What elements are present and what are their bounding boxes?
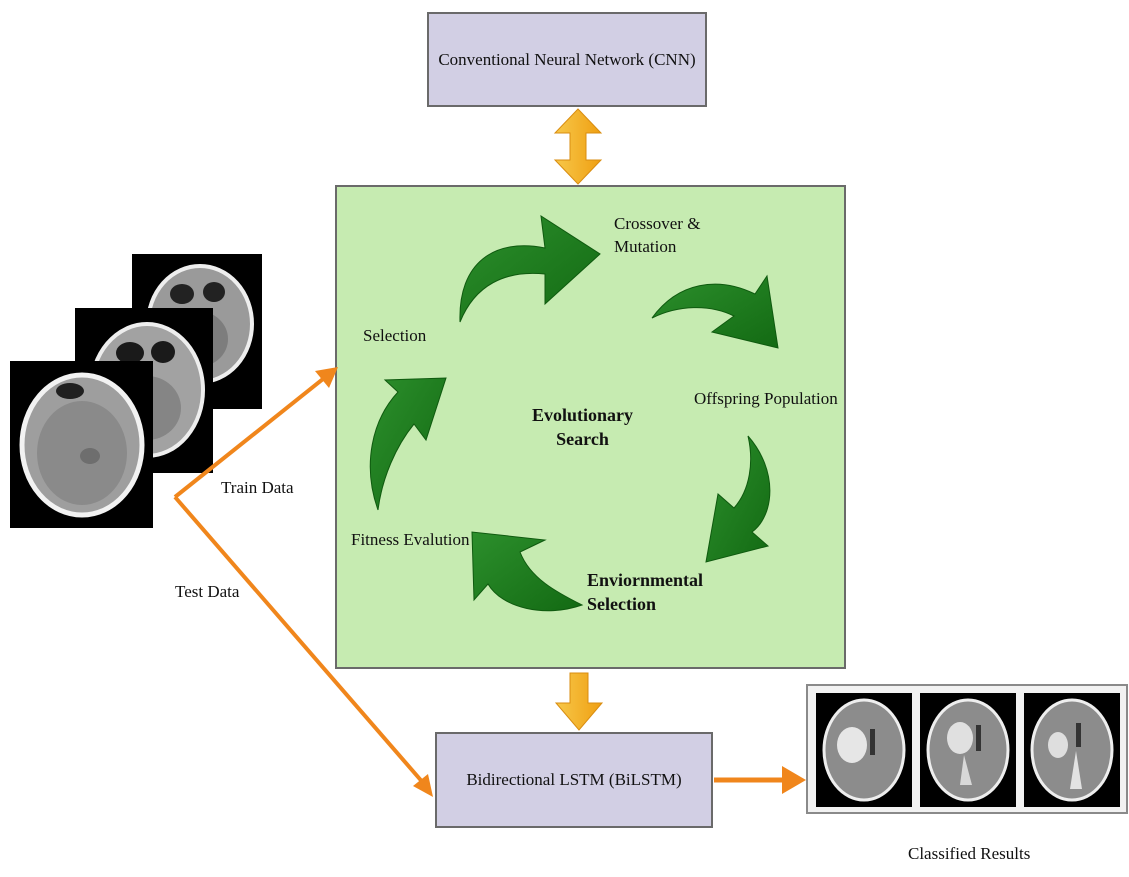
cycle-arrow-fitness-to-selection (369, 377, 447, 511)
test-data-arrowhead (413, 774, 433, 797)
classified-results-label: Classified Results (908, 844, 1031, 863)
cnn-evolution-double-arrow (553, 108, 603, 185)
bilstm-label: Bidirectional LSTM (BiLSTM) (466, 770, 682, 789)
test-data-label: Test Data (175, 582, 240, 601)
train-data-arrowhead (315, 367, 338, 388)
cnn-box: Conventional Neural Network (CNN) (427, 12, 707, 107)
classified-results-strip (806, 684, 1128, 814)
bilstm-output-arrowhead (782, 766, 806, 794)
result-scan-3 (1024, 693, 1120, 807)
crossover-mutation-label: Crossover & Mutation (614, 214, 701, 256)
train-data-arrow (173, 373, 330, 499)
cycle-arrow-selection-to-crossover (459, 215, 601, 323)
fitness-evaluation-label: Fitness Evalution (351, 530, 470, 549)
train-data-label: Train Data (221, 478, 294, 497)
offspring-population-label: Offspring Population (694, 389, 838, 408)
bilstm-box: Bidirectional LSTM (BiLSTM) (435, 732, 713, 828)
evolutionary-search-title: Evolutionary Search (532, 405, 634, 450)
evolution-bilstm-down-arrow (554, 672, 604, 731)
cnn-label: Conventional Neural Network (CNN) (438, 49, 696, 69)
result-scan-1 (816, 693, 912, 807)
result-scan-2 (920, 693, 1016, 807)
selection-label: Selection (363, 326, 427, 345)
environmental-selection-label: Enviornmental Selection (587, 570, 704, 615)
cycle-arrow-offspring-to-environmental (705, 435, 771, 563)
cycle-arrow-crossover-to-offspring (651, 274, 779, 349)
cycle-arrow-environmental-to-fitness (471, 531, 584, 612)
ct-scan-input-front (10, 361, 153, 528)
test-data-arrow (173, 495, 427, 787)
